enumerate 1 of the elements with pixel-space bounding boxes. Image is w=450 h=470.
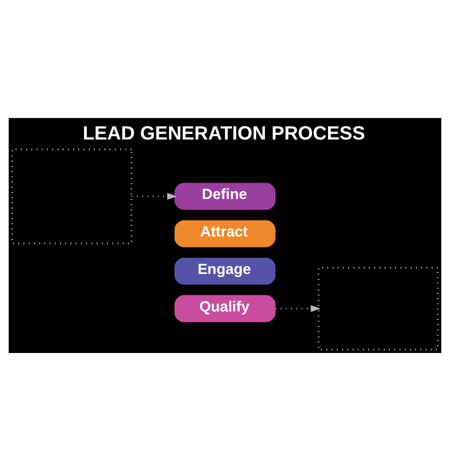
diagram-title: LEAD GENERATION PROCESS [82, 122, 366, 144]
